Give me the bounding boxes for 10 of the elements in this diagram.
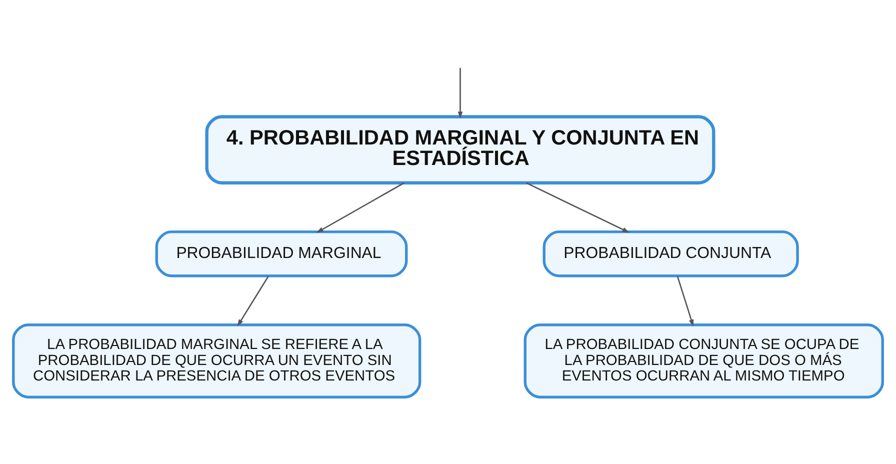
arrow xyxy=(526,182,630,233)
arrow xyxy=(458,68,463,119)
node-box: 4. PROBABILIDAD MARGINAL Y CONJUNTA EN ESTADÍSTICA xyxy=(205,115,716,184)
node-box: PROBABILIDAD CONJUNTA xyxy=(542,230,799,278)
arrow xyxy=(676,276,694,327)
node-box: LA PROBABILIDAD CONJUNTA SE OCUPA DE LA PROBABILIDAD DE QUE DOS O MÁS EVENTOS OCURRAN AL MISMO TIEMPO xyxy=(524,324,884,398)
arrow xyxy=(237,276,269,326)
arrow xyxy=(316,182,405,233)
node-box: LA PROBABILIDAD MARGINAL SE REFIERE A LA PROBABILIDAD DE QUE OCURRA UN EVENTO SIN CONSIDERAR LA PRESENCIA DE OTROS EVENTOS xyxy=(12,324,422,398)
node-box: PROBABILIDAD MARGINAL xyxy=(155,230,408,278)
